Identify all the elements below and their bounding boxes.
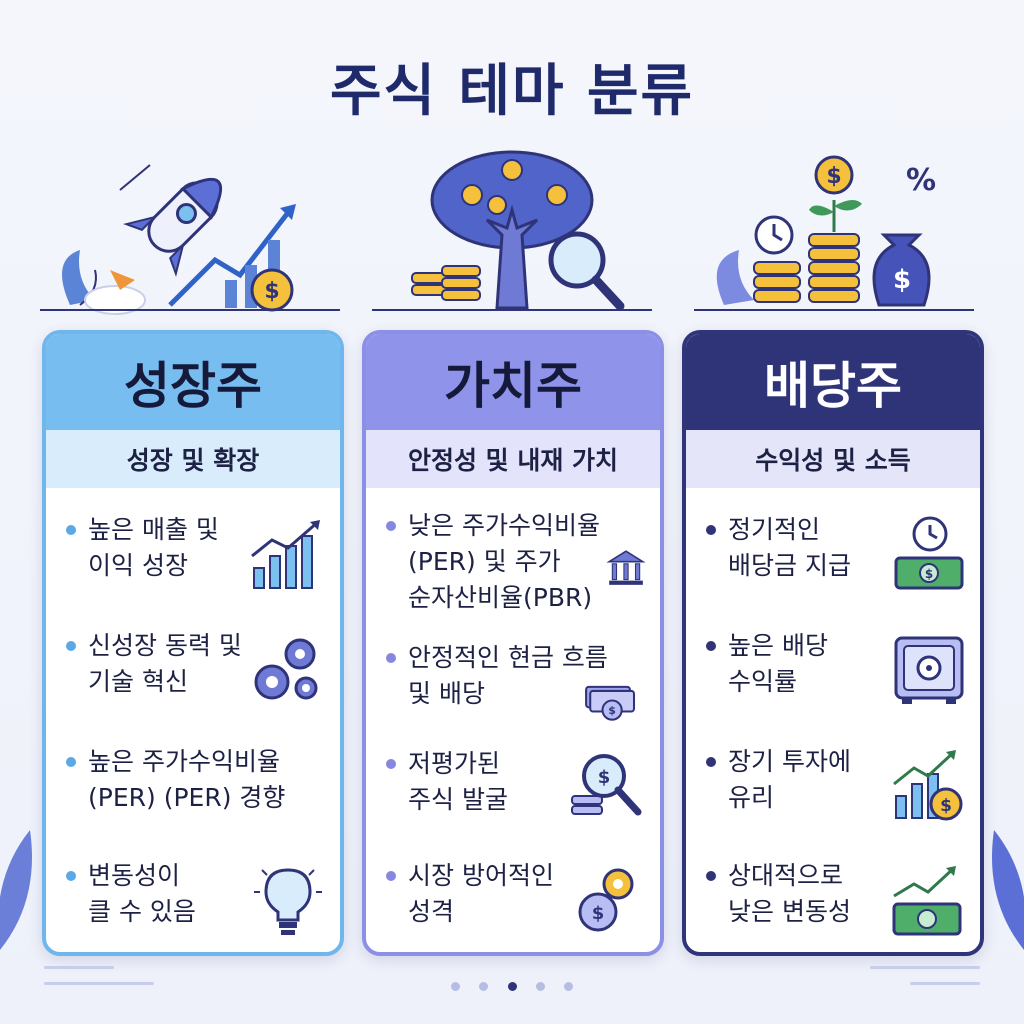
svg-text:$: $	[925, 567, 933, 581]
leaf-decoration	[0, 830, 32, 950]
card-subtitle: 성장 및 확장	[46, 430, 340, 488]
svg-text:$: $	[893, 265, 911, 295]
item-text: 높은 배당 수익률	[728, 631, 828, 696]
chart-coin-icon: $	[893, 750, 963, 821]
list-item: 저평가된 주식 발굴 $	[386, 746, 648, 818]
item-text: 상대적으로 낮은 변동성	[728, 861, 851, 926]
bullet-icon	[706, 641, 716, 651]
item-text: 변동성이 클 수 있음	[88, 861, 196, 926]
rocket-illustration: $	[40, 164, 340, 315]
bank-icon	[606, 550, 646, 585]
leaf-decoration	[992, 830, 1024, 950]
value-stock-card: 가치주 안정성 및 내재 가치 낮은 주가수익비율 (PER) 및 주가 순자산…	[362, 330, 664, 956]
item-text: 안정적인 현금 흐름 및 배당	[408, 643, 608, 708]
bullet-icon	[66, 525, 76, 535]
bullet-icon	[386, 653, 396, 663]
decor-line	[44, 982, 154, 985]
card-heading: 배당주	[686, 334, 980, 430]
list-item: 신성장 동력 및 기술 혁신	[66, 628, 328, 700]
bullet-icon	[706, 525, 716, 535]
card-subtitle: 안정성 및 내재 가치	[366, 430, 660, 488]
coin-gear-icon: $	[578, 868, 634, 932]
list-item: 높은 주가수익비율 (PER) (PER) 경향	[66, 744, 328, 816]
money-tree-illustration	[372, 150, 652, 311]
list-item: 상대적으로 낮은 변동성	[706, 858, 968, 936]
list-item: 낮은 주가수익비율 (PER) 및 주가 순자산비율(PBR)	[386, 508, 648, 616]
item-text: 저평가된 주식 발굴	[408, 749, 508, 814]
bullet-icon	[66, 871, 76, 881]
card-heading: 성장주	[46, 334, 340, 430]
dividend-illustration: $ $ %	[694, 155, 974, 311]
list-item: 높은 매출 및 이익 성장	[66, 512, 328, 589]
magnifier-coins-icon: $	[571, 754, 642, 816]
list-item: 안정적인 현금 흐름 및 배당 $	[386, 640, 648, 721]
bar-chart-up-icon	[251, 520, 320, 589]
cash-coin-icon: $	[585, 685, 636, 721]
bullet-icon	[386, 521, 396, 531]
gears-icon	[254, 638, 318, 700]
bullet-icon	[66, 641, 76, 651]
list-item: 높은 배당 수익률	[706, 628, 968, 704]
card-heading: 가치주	[366, 334, 660, 430]
decor-line	[870, 966, 980, 969]
growth-stock-card: 성장주 성장 및 확장 높은 매출 및 이익 성장 신성장 동력 및 기술 혁신	[42, 330, 344, 956]
item-text: 신성장 동력 및 기술 혁신	[88, 631, 242, 696]
svg-text:$: $	[826, 164, 841, 189]
item-text: 높은 매출 및 이익 성장	[88, 515, 219, 580]
item-text: 높은 주가수익비율 (PER) (PER) 경향	[88, 747, 286, 812]
decor-line	[910, 982, 980, 985]
svg-text:$: $	[264, 279, 279, 304]
dividend-stock-card: 배당주 수익성 및 소득 정기적인 배당금 지급 $ 높은 배당 수익률	[682, 330, 984, 956]
list-item: 정기적인 배당금 지급 $	[706, 512, 968, 590]
bullet-icon	[386, 871, 396, 881]
list-item: 장기 투자에 유리 $	[706, 744, 968, 821]
svg-text:$: $	[592, 903, 605, 924]
card-subtitle: 수익성 및 소득	[686, 430, 980, 488]
bullet-icon	[706, 871, 716, 881]
page-dot-active[interactable]	[507, 982, 517, 991]
page-dot[interactable]	[451, 982, 461, 991]
item-text: 정기적인 배당금 지급	[728, 515, 851, 580]
page-title: 주식 테마 분류	[329, 59, 695, 124]
item-text: 장기 투자에 유리	[728, 747, 851, 812]
clock-cash-icon: $	[894, 516, 964, 590]
bullet-icon	[706, 757, 716, 767]
bullet-icon	[386, 759, 396, 769]
bullet-icon	[66, 757, 76, 767]
cash-arrow-icon	[892, 866, 962, 936]
svg-text:$: $	[598, 767, 611, 788]
page-dot[interactable]	[479, 982, 489, 991]
item-text: 낮은 주가수익비율 (PER) 및 주가 순자산비율(PBR)	[408, 511, 600, 612]
pagination	[0, 976, 1024, 995]
list-item: 변동성이 클 수 있음	[66, 858, 328, 935]
decor-line	[44, 966, 114, 969]
safe-icon	[894, 636, 964, 704]
lightbulb-icon	[254, 868, 322, 935]
page-dot[interactable]	[535, 982, 545, 991]
svg-text:%: %	[906, 163, 936, 198]
page-dot[interactable]	[563, 982, 573, 991]
list-item: 시장 방어적인 성격 $	[386, 858, 648, 932]
svg-text:$: $	[608, 704, 616, 717]
svg-text:$: $	[940, 796, 952, 816]
item-text: 시장 방어적인 성격	[408, 861, 554, 926]
